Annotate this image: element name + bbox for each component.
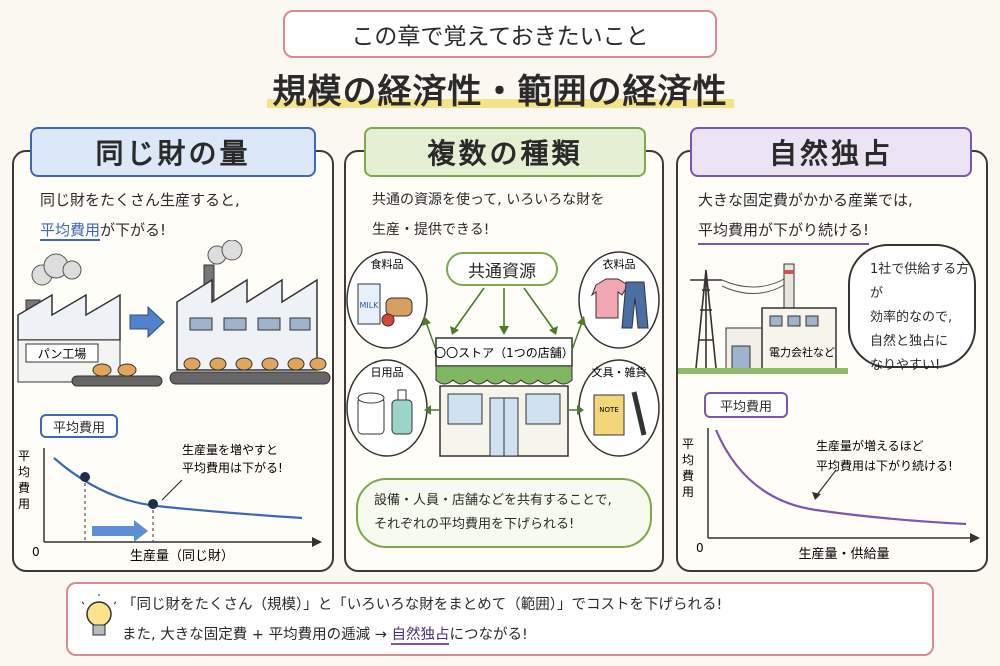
panel1-description: 同じ財をたくさん生産すると, 平均費用が下がる!	[40, 191, 240, 241]
pen-icon	[631, 391, 647, 436]
panel3-avg-cost-chart: 平 均 費 用 0 生産量・供給量 生産量が増えるほど 平均費用は下がり続ける!	[682, 428, 980, 562]
store-diagram: 食料品 衣料品 日用品 文具・雑貨 MILK NOTE 〇〇ストア（1つの店舗）	[346, 251, 660, 457]
category-clothes: 衣料品	[603, 257, 636, 271]
small-factory-icon	[17, 293, 121, 341]
large-factory-icon	[176, 278, 318, 371]
panel-title-natural-monopoly: 自然独占	[690, 127, 972, 177]
common-resource-label: 共通資源	[446, 252, 558, 286]
factory-sign: パン工場	[38, 347, 87, 361]
panel1-avg-cost-chart: 平 均 費 用 0 生産量（同じ財） 生産量を増やすと 平均費用は下がる!	[18, 442, 322, 564]
panel3-description: 大きな固定費がかかる産業では, 平均費用が下がり続ける!	[698, 185, 913, 245]
chapter-subtitle: この章で覚えておきたいこと	[351, 24, 649, 50]
panel3-chart-label: 平均費用	[704, 392, 788, 418]
panel3-annotation-2: 平均費用は下がり続ける!	[816, 458, 953, 473]
company-sign: 電力会社など	[769, 345, 835, 359]
factory-illustration: パン工場	[17, 240, 331, 387]
notebook-icon	[593, 394, 625, 436]
panel1-ylabel-1: 平	[18, 449, 30, 463]
chapter-subtitle-box: この章で覚えておきたいこと	[283, 10, 717, 58]
summary-line-2: また, 大きな固定費 + 平均費用の逓減 → 自然独占につながる!	[122, 627, 528, 645]
power-tower-icon	[695, 269, 717, 369]
panel-title-multiple-kinds: 複数の種類	[364, 127, 646, 177]
tomato-icon	[381, 313, 395, 327]
milk-icon	[357, 283, 381, 325]
summary-text: 「同じ財をたくさん（規模）」と「いろいろな財をまとめて（範囲）」でコストを下げら…	[122, 590, 722, 650]
soap-bottle-icon	[391, 399, 413, 435]
store-sign-board	[435, 337, 573, 367]
arrow-right-icon	[129, 305, 165, 339]
panel1-origin: 0	[32, 545, 40, 559]
category-food: 食料品	[371, 257, 404, 271]
panel1-ylabel-2: 均	[18, 465, 30, 479]
category-daily: 日用品	[371, 366, 404, 379]
monopoly-note-bubble: 1社で供給する方が 効率的なので, 自然と独占に なりやすい!	[848, 244, 976, 373]
panel1-annotation-1: 生産量を増やすと	[182, 442, 278, 457]
category-stationery: 文具・雑貨	[592, 365, 647, 379]
svg-text:MILK: MILK	[360, 301, 380, 310]
power-company-illustration: 電力会社など	[678, 263, 848, 374]
lightbulb-icon	[82, 594, 116, 636]
panel3-ylabel-3: 費	[682, 468, 694, 483]
panel3-ylabel-1: 平	[682, 437, 694, 451]
panel-title-same-goods: 同じ財の量	[30, 127, 316, 177]
declining-avg-cost-curve	[714, 429, 967, 526]
chart-point-1	[80, 472, 90, 482]
panel2-description: 共通の資源を使って, いろいろな財を 生産・提供できる!	[372, 192, 605, 238]
panel3-xlabel: 生産量・供給量	[798, 546, 889, 562]
svg-text:NOTE: NOTE	[599, 406, 618, 414]
store-label: 〇〇ストア（1つの店舗）	[434, 346, 574, 360]
summary-line-1: 「同じ財をたくさん（規模）」と「いろいろな財をまとめて（範囲）」でコストを下げら…	[122, 597, 723, 613]
panel1-annotation-2: 平均費用は下がる!	[182, 460, 283, 475]
panel1-ylabel-4: 用	[18, 497, 30, 511]
panel3-annotation-1: 生産量が増えるほど	[816, 438, 924, 453]
panel1-chart-label: 平均費用	[40, 414, 118, 438]
panel1-ylabel-3: 費	[18, 480, 30, 495]
shirt-icon	[590, 278, 629, 319]
jeans-icon	[621, 281, 649, 329]
panel1-xlabel: 生産量（同じ財）	[130, 548, 234, 564]
store-awning	[435, 365, 573, 385]
main-title: 規模の経済性・範囲の経済性	[0, 64, 1000, 113]
shared-resources-bubble: 設備・人員・店舗などを共有することで, それぞれの平均費用を下げられる!	[356, 478, 652, 548]
increase-arrow	[92, 520, 148, 542]
panel3-ylabel-4: 用	[682, 485, 694, 499]
panel3-ylabel-2: 均	[682, 453, 694, 467]
summary-box	[66, 582, 934, 656]
bread-icon	[385, 297, 413, 317]
chart-point-2	[148, 499, 158, 509]
panel3-origin: 0	[696, 541, 704, 555]
